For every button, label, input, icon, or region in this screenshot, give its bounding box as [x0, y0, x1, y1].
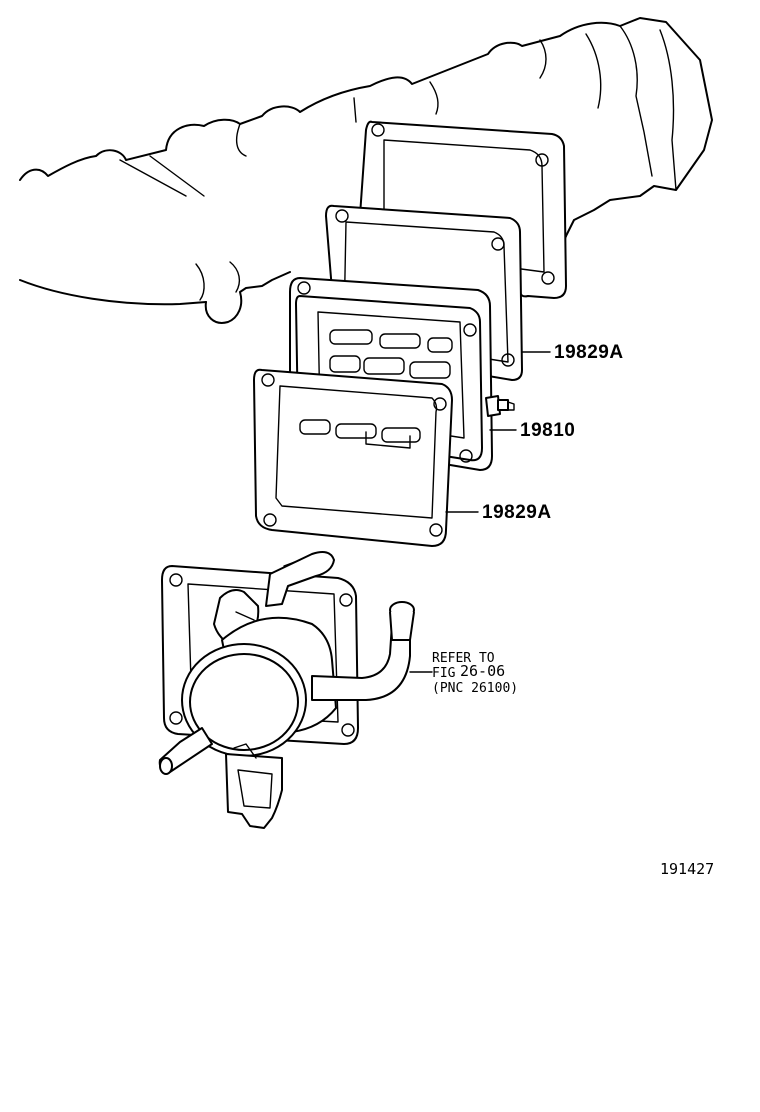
throttle-body: [158, 551, 415, 829]
reference-figure: 26-06: [460, 662, 505, 680]
callout-gasket-lower: 19829A: [482, 502, 552, 523]
reference-line-3: (PNC 26100): [432, 681, 518, 696]
callout-gasket-upper: 19829A: [554, 342, 624, 363]
intake-manifold: [19, 17, 713, 324]
figure-number: 191427: [660, 860, 714, 878]
reference-line-2-prefix: FIG: [432, 666, 456, 681]
leader-lines: [409, 351, 551, 673]
callout-valve: 19810: [520, 420, 575, 441]
reference-line-1: REFER TO: [432, 651, 495, 666]
lower-gasket: [253, 368, 453, 547]
